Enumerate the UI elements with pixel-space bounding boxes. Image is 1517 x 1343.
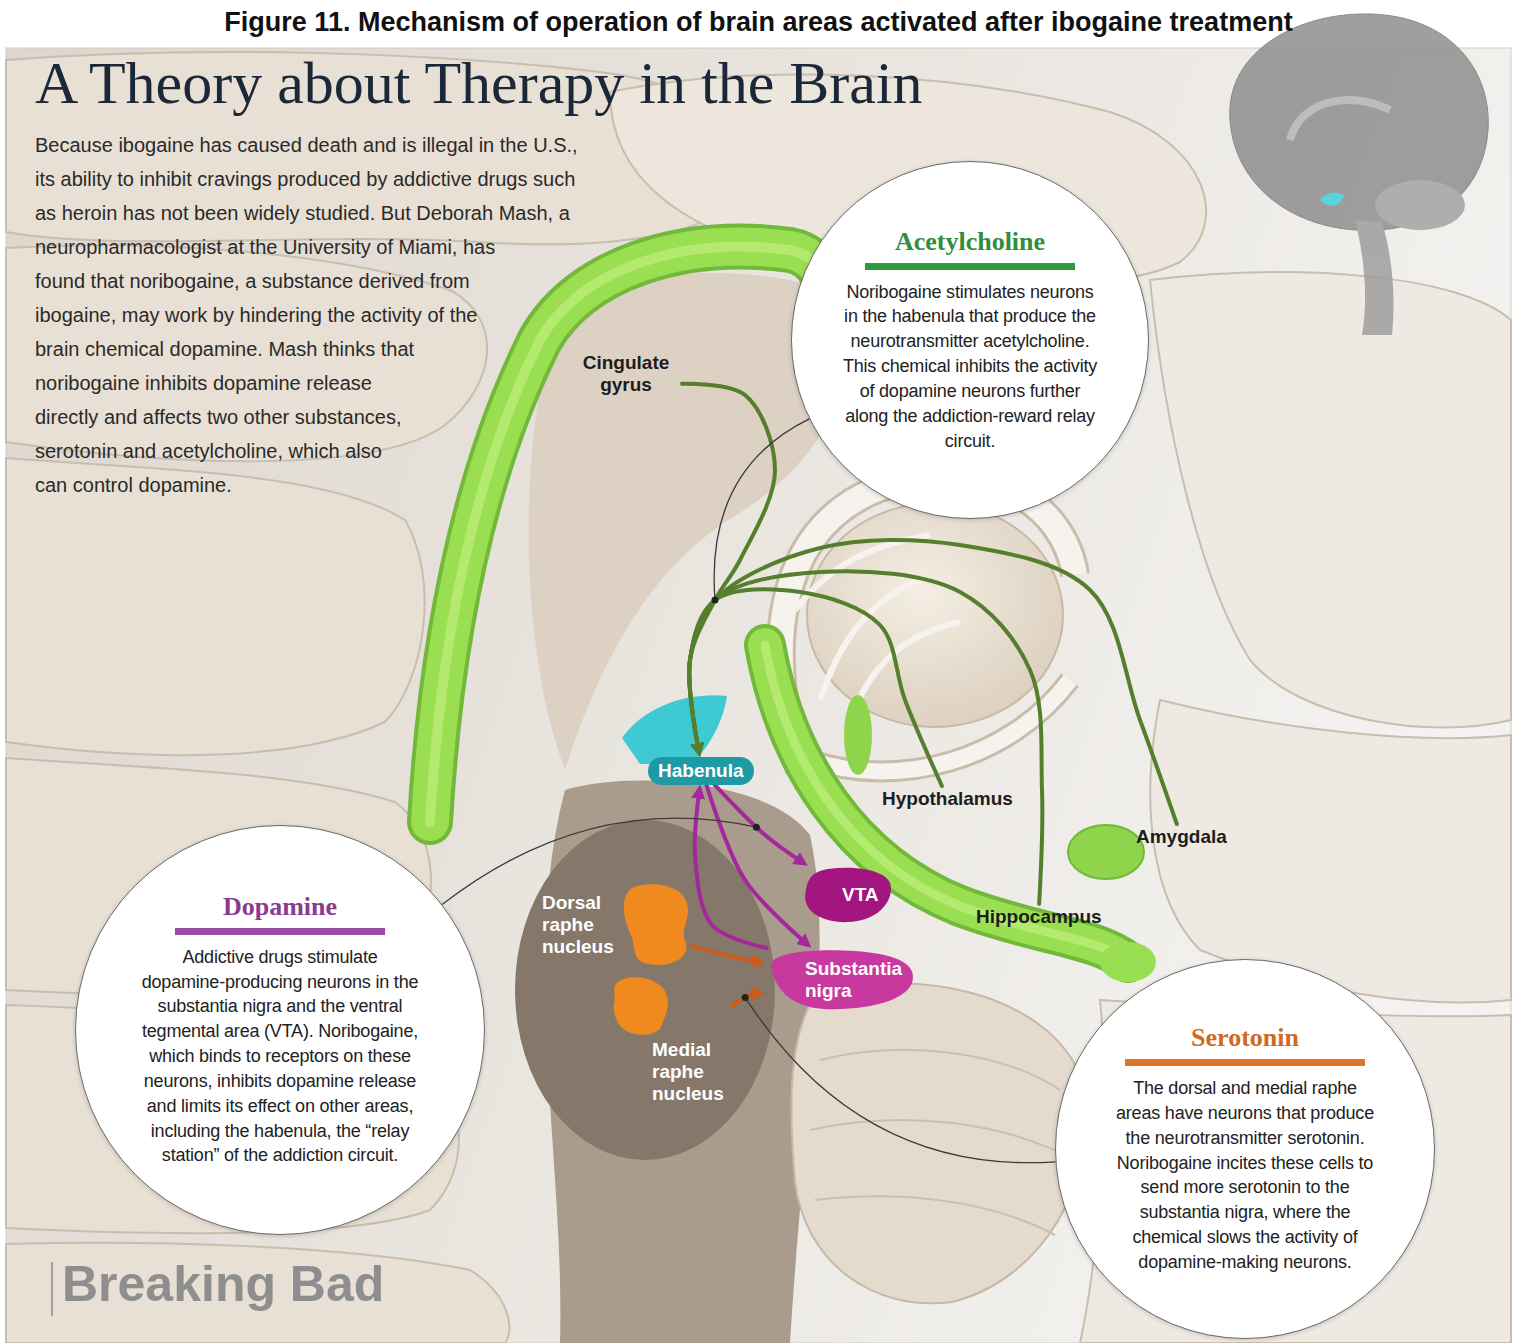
region-shape: Dorsal raphe nucleus <box>538 880 692 970</box>
fold-line <box>815 1196 1055 1235</box>
heading-rule <box>175 928 385 935</box>
region-name: Medial raphe nucleus <box>652 1039 726 1105</box>
limbic-band <box>430 247 827 822</box>
connector-arrow <box>732 993 760 1005</box>
limbic-highlight <box>430 247 827 822</box>
leader-line <box>442 818 756 904</box>
callout-circle: AcetylcholineNoribogaine stimulates neur… <box>791 161 1149 519</box>
callout-body: Addictive drugs stimulate dopamine-produ… <box>140 945 420 1168</box>
region-name: Hypothalamus <box>882 788 1013 810</box>
region-blob-shape <box>805 868 891 922</box>
fornix <box>781 476 1075 772</box>
callout-content: DopamineAddictive drugs stimulate dopami… <box>140 892 420 1168</box>
callout-circle: DopamineAddictive drugs stimulate dopami… <box>75 825 485 1235</box>
callout-heading: Dopamine <box>140 892 420 922</box>
watermark-bar <box>51 1262 53 1316</box>
region-label: Cingulate gyrus <box>570 350 682 398</box>
region-label: Hippocampus <box>972 904 1106 930</box>
cerebellum <box>791 983 1085 1303</box>
text-wrap-guide <box>375 128 615 598</box>
callout-body: Noribogaine stimulates neurons in the ha… <box>843 280 1098 454</box>
region-shape: VTA <box>800 866 895 924</box>
region-blob-shape <box>771 950 913 1009</box>
leader-dot <box>742 994 749 1001</box>
locator-brain <box>1230 14 1488 335</box>
callout-content: AcetylcholineNoribogaine stimulates neur… <box>843 227 1098 454</box>
locator-cerebellum <box>1375 180 1465 230</box>
leader-dot <box>712 597 719 604</box>
locator-stem <box>1355 220 1394 335</box>
region-name: Substantia nigra <box>805 958 909 1002</box>
hippocampus-band <box>765 645 1128 962</box>
limbic-band <box>765 645 1128 962</box>
cortex-fold <box>6 1243 509 1343</box>
panel-ground <box>6 48 1511 1343</box>
locator-habenula <box>1320 193 1344 206</box>
region-blob-shape <box>614 977 668 1034</box>
midbrain-core <box>515 820 775 1160</box>
main-heading: A Theory about Therapy in the Brain <box>35 50 923 116</box>
hippocampus-tail <box>1100 942 1156 982</box>
cortex-fold <box>1150 272 1511 727</box>
intro-paragraph: Because ibogaine has caused death and is… <box>35 128 615 598</box>
fold-line <box>810 1120 1075 1160</box>
region-name: VTA <box>842 884 879 906</box>
leader-dot <box>753 824 760 831</box>
heading-rule <box>865 263 1075 270</box>
connector-arrow <box>715 785 804 863</box>
figure-caption: Figure 11. Mechanism of operation of bra… <box>0 7 1517 38</box>
region-shape: Substantia nigra <box>765 948 919 1012</box>
watermark: Breaking Bad <box>62 1254 384 1314</box>
connector-arrow <box>695 790 767 948</box>
locator-cerebrum <box>1230 14 1488 230</box>
region-label: Habenula <box>648 757 754 785</box>
connector-arrow <box>689 571 1042 904</box>
limbic-highlight <box>765 645 1128 962</box>
thalamus <box>807 503 1063 727</box>
region-blob-shape <box>624 884 688 965</box>
cortex-fold <box>6 458 425 755</box>
region-name: Amygdala <box>1136 826 1227 848</box>
callout-body: The dorsal and medial raphe areas have n… <box>1114 1076 1376 1275</box>
limbic-band <box>430 247 827 822</box>
connector-arrow <box>706 785 807 945</box>
leader-line <box>714 419 809 600</box>
cingulate-band <box>430 247 827 822</box>
locator-fold <box>1290 100 1390 140</box>
habenula-region <box>622 695 727 764</box>
region-shape: Medial raphe nucleus <box>612 975 732 1109</box>
region-name: Dorsal raphe nucleus <box>542 892 626 958</box>
heading-rule <box>1125 1059 1365 1066</box>
cerebellum-folds <box>810 1050 1075 1235</box>
hypothalamus-region <box>844 695 872 775</box>
region-name: Hippocampus <box>976 906 1102 928</box>
cortex-fold <box>1150 700 1511 1003</box>
callout-circle: SerotoninThe dorsal and medial raphe are… <box>1055 959 1435 1339</box>
leader-line <box>745 997 1055 1162</box>
callout-heading: Serotonin <box>1114 1023 1376 1053</box>
cortex-folds <box>6 52 1511 1343</box>
connector-arrow <box>692 946 760 963</box>
region-name: Habenula <box>658 760 744 782</box>
fold-line <box>820 1050 1060 1090</box>
region-name: Cingulate gyrus <box>574 352 678 396</box>
region-label: Hypothalamus <box>878 786 1017 812</box>
limbic-band <box>765 645 1128 962</box>
callout-content: SerotoninThe dorsal and medial raphe are… <box>1114 1023 1376 1275</box>
amygdala-region <box>1068 825 1144 879</box>
region-label: Amygdala <box>1132 824 1231 850</box>
callout-heading: Acetylcholine <box>843 227 1098 257</box>
